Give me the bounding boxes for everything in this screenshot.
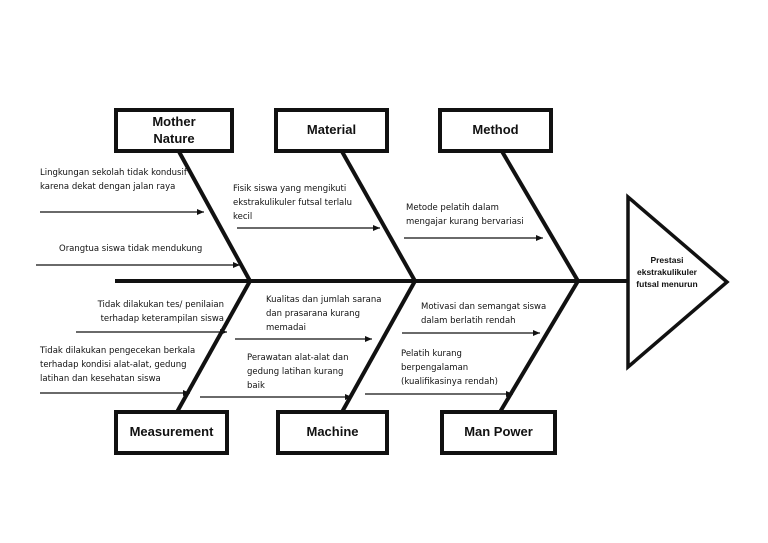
category-mother-nature: Mother Nature <box>114 108 234 153</box>
rib-mother-nature <box>175 147 252 282</box>
cause-mother-nature-2: Orangtua siswa tidak mendukung <box>59 244 203 254</box>
cause-man-power-1: Motivasi dan semangat siswa dalam berlat… <box>421 302 547 326</box>
rib-method <box>498 146 580 283</box>
category-man-power-label: Man Power <box>464 424 533 440</box>
category-material: Material <box>274 108 389 153</box>
category-man-power: Man Power <box>440 410 557 455</box>
effect-label: Prestasi ekstrakulikuler futsal menurun <box>636 255 698 289</box>
category-measurement-label: Measurement <box>129 424 214 440</box>
cause-measurement-2: Tidak dilakukan pengecekan berkala terha… <box>40 346 196 384</box>
cause-man-power-2: Pelatih kurang berpengalaman (kualifikas… <box>401 349 498 387</box>
effect-head-triangle <box>626 193 730 371</box>
category-material-label: Material <box>306 122 357 138</box>
cause-mother-nature-1: Lingkungan sekolah tidak kondusif karena… <box>40 168 187 192</box>
cause-machine-2: Perawatan alat-alat dan gedung latihan k… <box>247 353 349 391</box>
rib-machine <box>340 280 417 413</box>
rib-material <box>338 147 417 282</box>
cause-measurement-1: Tidak dilakukan tes/ penilaian terhadap … <box>97 300 224 324</box>
category-measurement: Measurement <box>114 410 229 455</box>
category-machine-label: Machine <box>306 424 359 440</box>
cause-method-1: Metode pelatih dalam mengajar kurang ber… <box>406 203 524 227</box>
cause-machine-1: Kualitas dan jumlah sarana dan prasarana… <box>266 295 382 333</box>
cause-material-1: Fisik siswa yang mengikuti ekstrakulikul… <box>233 184 353 222</box>
category-method: Method <box>438 108 553 153</box>
category-method-label: Method <box>472 122 519 138</box>
category-mother-nature-label: Mother Nature <box>152 114 196 146</box>
rib-man-power <box>498 279 580 414</box>
category-machine: Machine <box>276 410 389 455</box>
